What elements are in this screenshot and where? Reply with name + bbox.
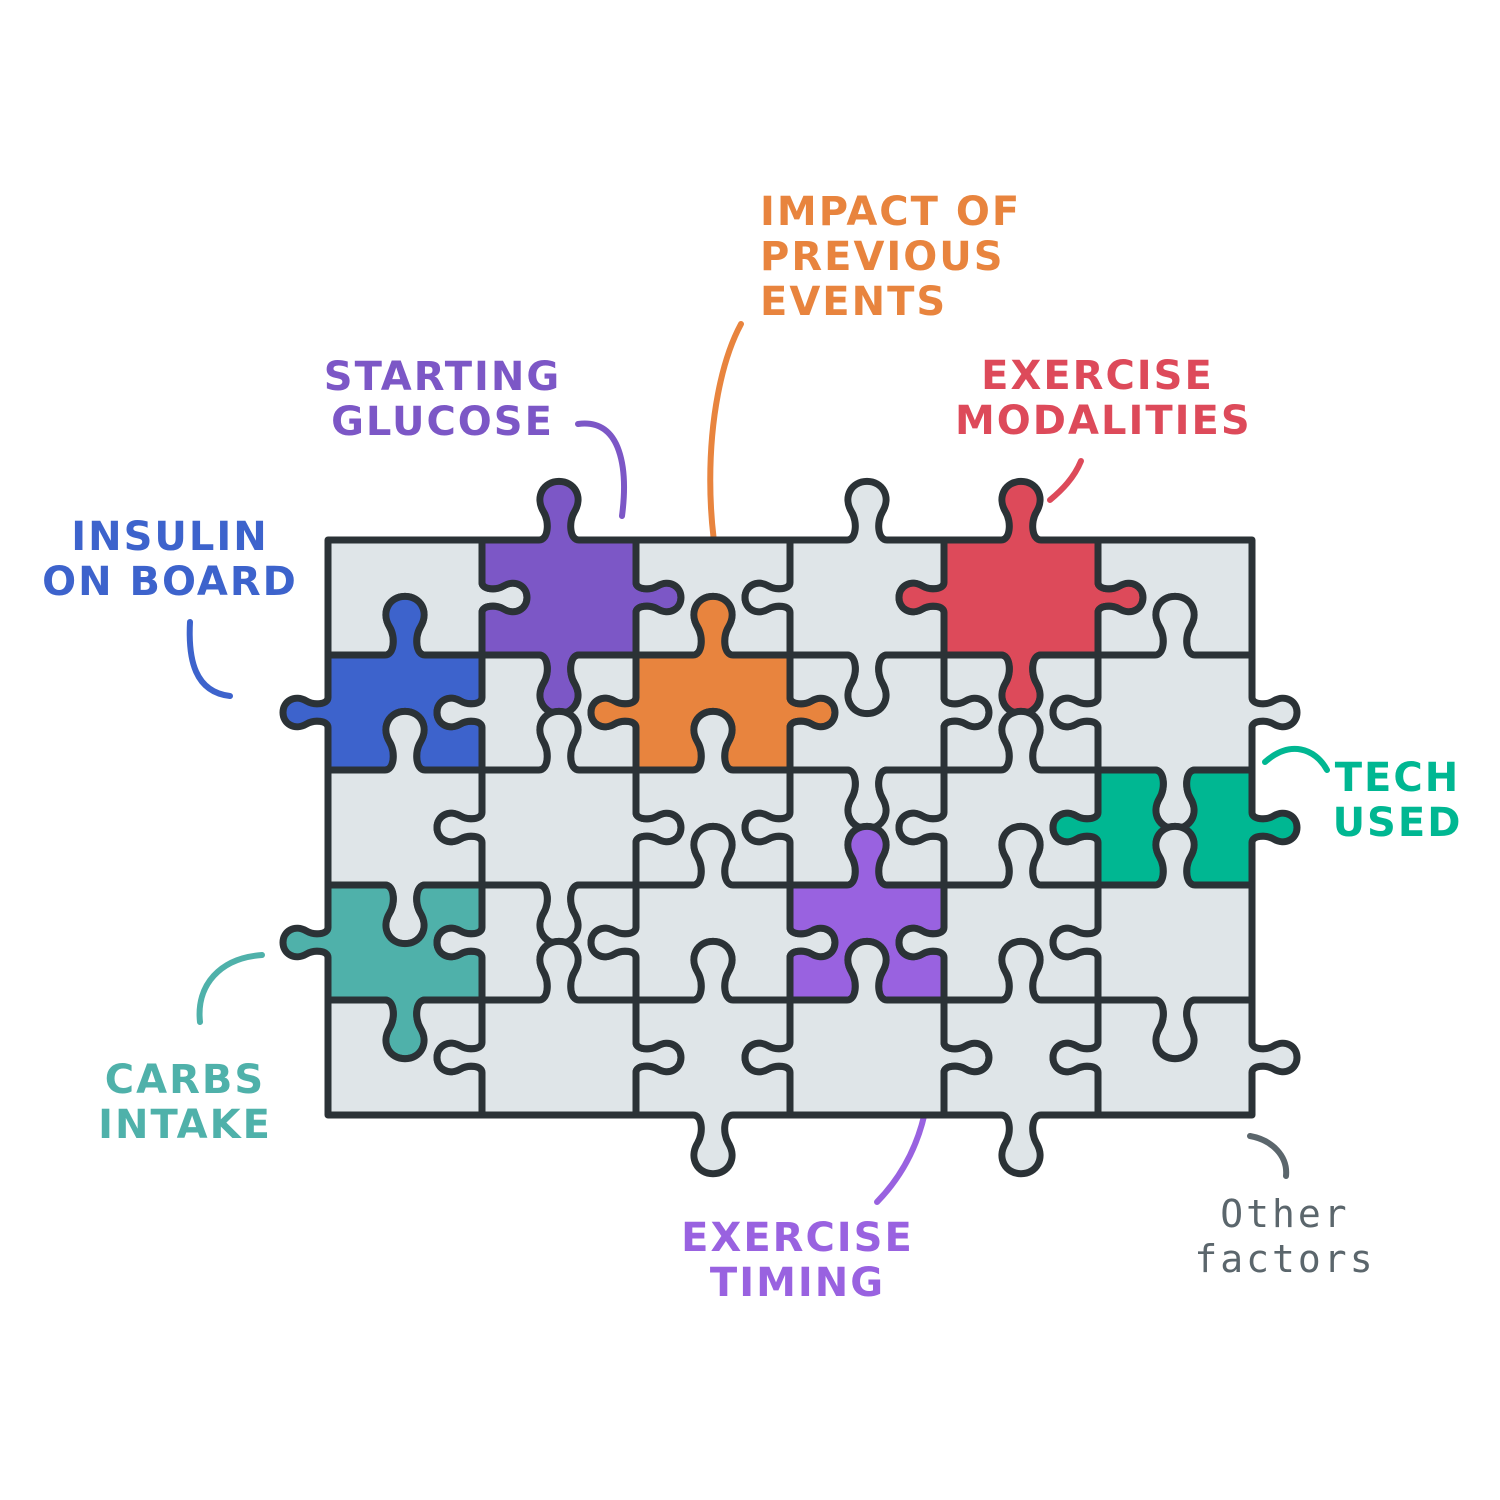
label-starting-glucose: STARTING GLUCOSE — [315, 355, 570, 445]
label-line: CARBS — [104, 1057, 266, 1103]
label-line: INSULIN — [71, 514, 269, 560]
label-carbs-intake: CARBS INTAKE — [95, 1058, 275, 1148]
label-exercise-modalities: EXERCISE MODALITIES — [955, 353, 1252, 444]
label-line: TIMING — [709, 1260, 886, 1306]
label-other-factors: Other factors — [1190, 1192, 1380, 1282]
label-line: ON BOARD — [42, 559, 298, 605]
leader-insulin — [186, 619, 233, 699]
label-line: USED — [1332, 800, 1463, 846]
puzzle-pieces — [279, 477, 1301, 1178]
leader-carbs — [196, 952, 265, 1025]
puzzle-piece — [1049, 996, 1301, 1119]
label-impact-of-previous-events: IMPACT OF PREVIOUS EVENTS — [760, 190, 1021, 325]
label-line: EVENTS — [760, 279, 948, 325]
label-insulin-on-board: INSULIN ON BOARD — [40, 515, 300, 605]
label-line: IMPACT OF — [760, 189, 1022, 235]
label-line: INTAKE — [98, 1102, 272, 1148]
leader-starting-glucose — [575, 420, 627, 519]
label-line: MODALITIES — [955, 398, 1252, 444]
label-line: PREVIOUS — [760, 234, 1005, 280]
label-exercise-timing: EXERCISE TIMING — [680, 1216, 915, 1306]
label-line: EXERCISE — [681, 1215, 914, 1261]
label-line: EXERCISE — [981, 353, 1214, 399]
label-line: factors — [1194, 1237, 1376, 1281]
label-line: TECH — [1334, 755, 1461, 801]
label-line: Other — [1220, 1192, 1350, 1236]
label-line: STARTING — [323, 354, 562, 400]
leader-other — [1247, 1133, 1290, 1179]
label-line: GLUCOSE — [331, 399, 554, 445]
leader-exercise-modalities — [1047, 458, 1084, 503]
leader-tech — [1262, 745, 1330, 773]
label-tech-used: TECH USED — [1325, 756, 1470, 846]
